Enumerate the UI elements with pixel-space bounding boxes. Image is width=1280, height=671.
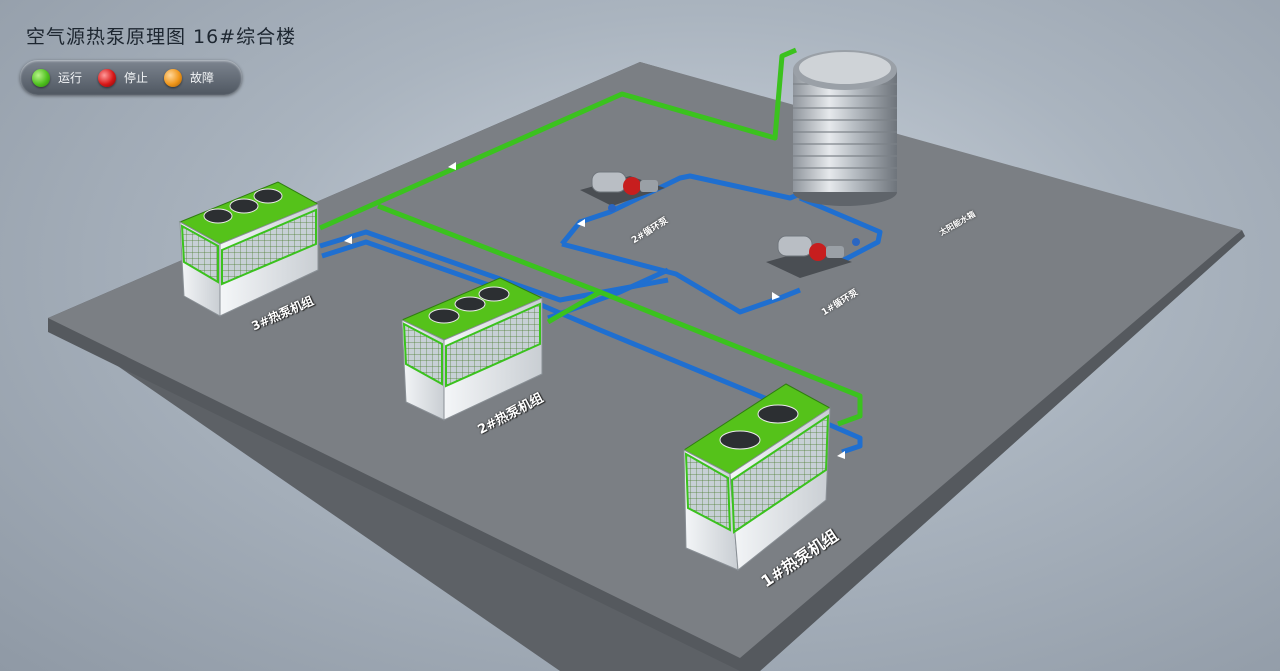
stopped-status-icon [98,68,117,87]
legend-item-running: 运行 [32,68,83,87]
pump-1[interactable] [766,235,860,278]
hot-water-pipes [318,47,863,427]
heat-pump-unit-2[interactable] [400,277,544,421]
heat-pump-unit-3[interactable] [178,181,320,317]
page-title: 空气源热泵原理图 16#综合楼 [26,26,297,48]
platform [48,62,1245,671]
storage-tank [793,50,897,206]
fault-status-icon [164,68,183,87]
legend-label-fault: 故障 [190,71,215,85]
status-legend: 运行 停止 故障 [20,60,242,95]
running-status-icon [32,68,50,87]
legend-item-fault: 故障 [164,68,215,87]
cold-water-pipes [319,173,883,455]
flow-arrows [344,162,845,459]
heat-pump-unit-1[interactable] [683,383,831,571]
legend-item-stopped: 停止 [98,68,149,87]
pump-2[interactable] [580,171,665,212]
legend-label-running: 运行 [58,71,83,85]
legend-label-stopped: 停止 [124,71,149,85]
